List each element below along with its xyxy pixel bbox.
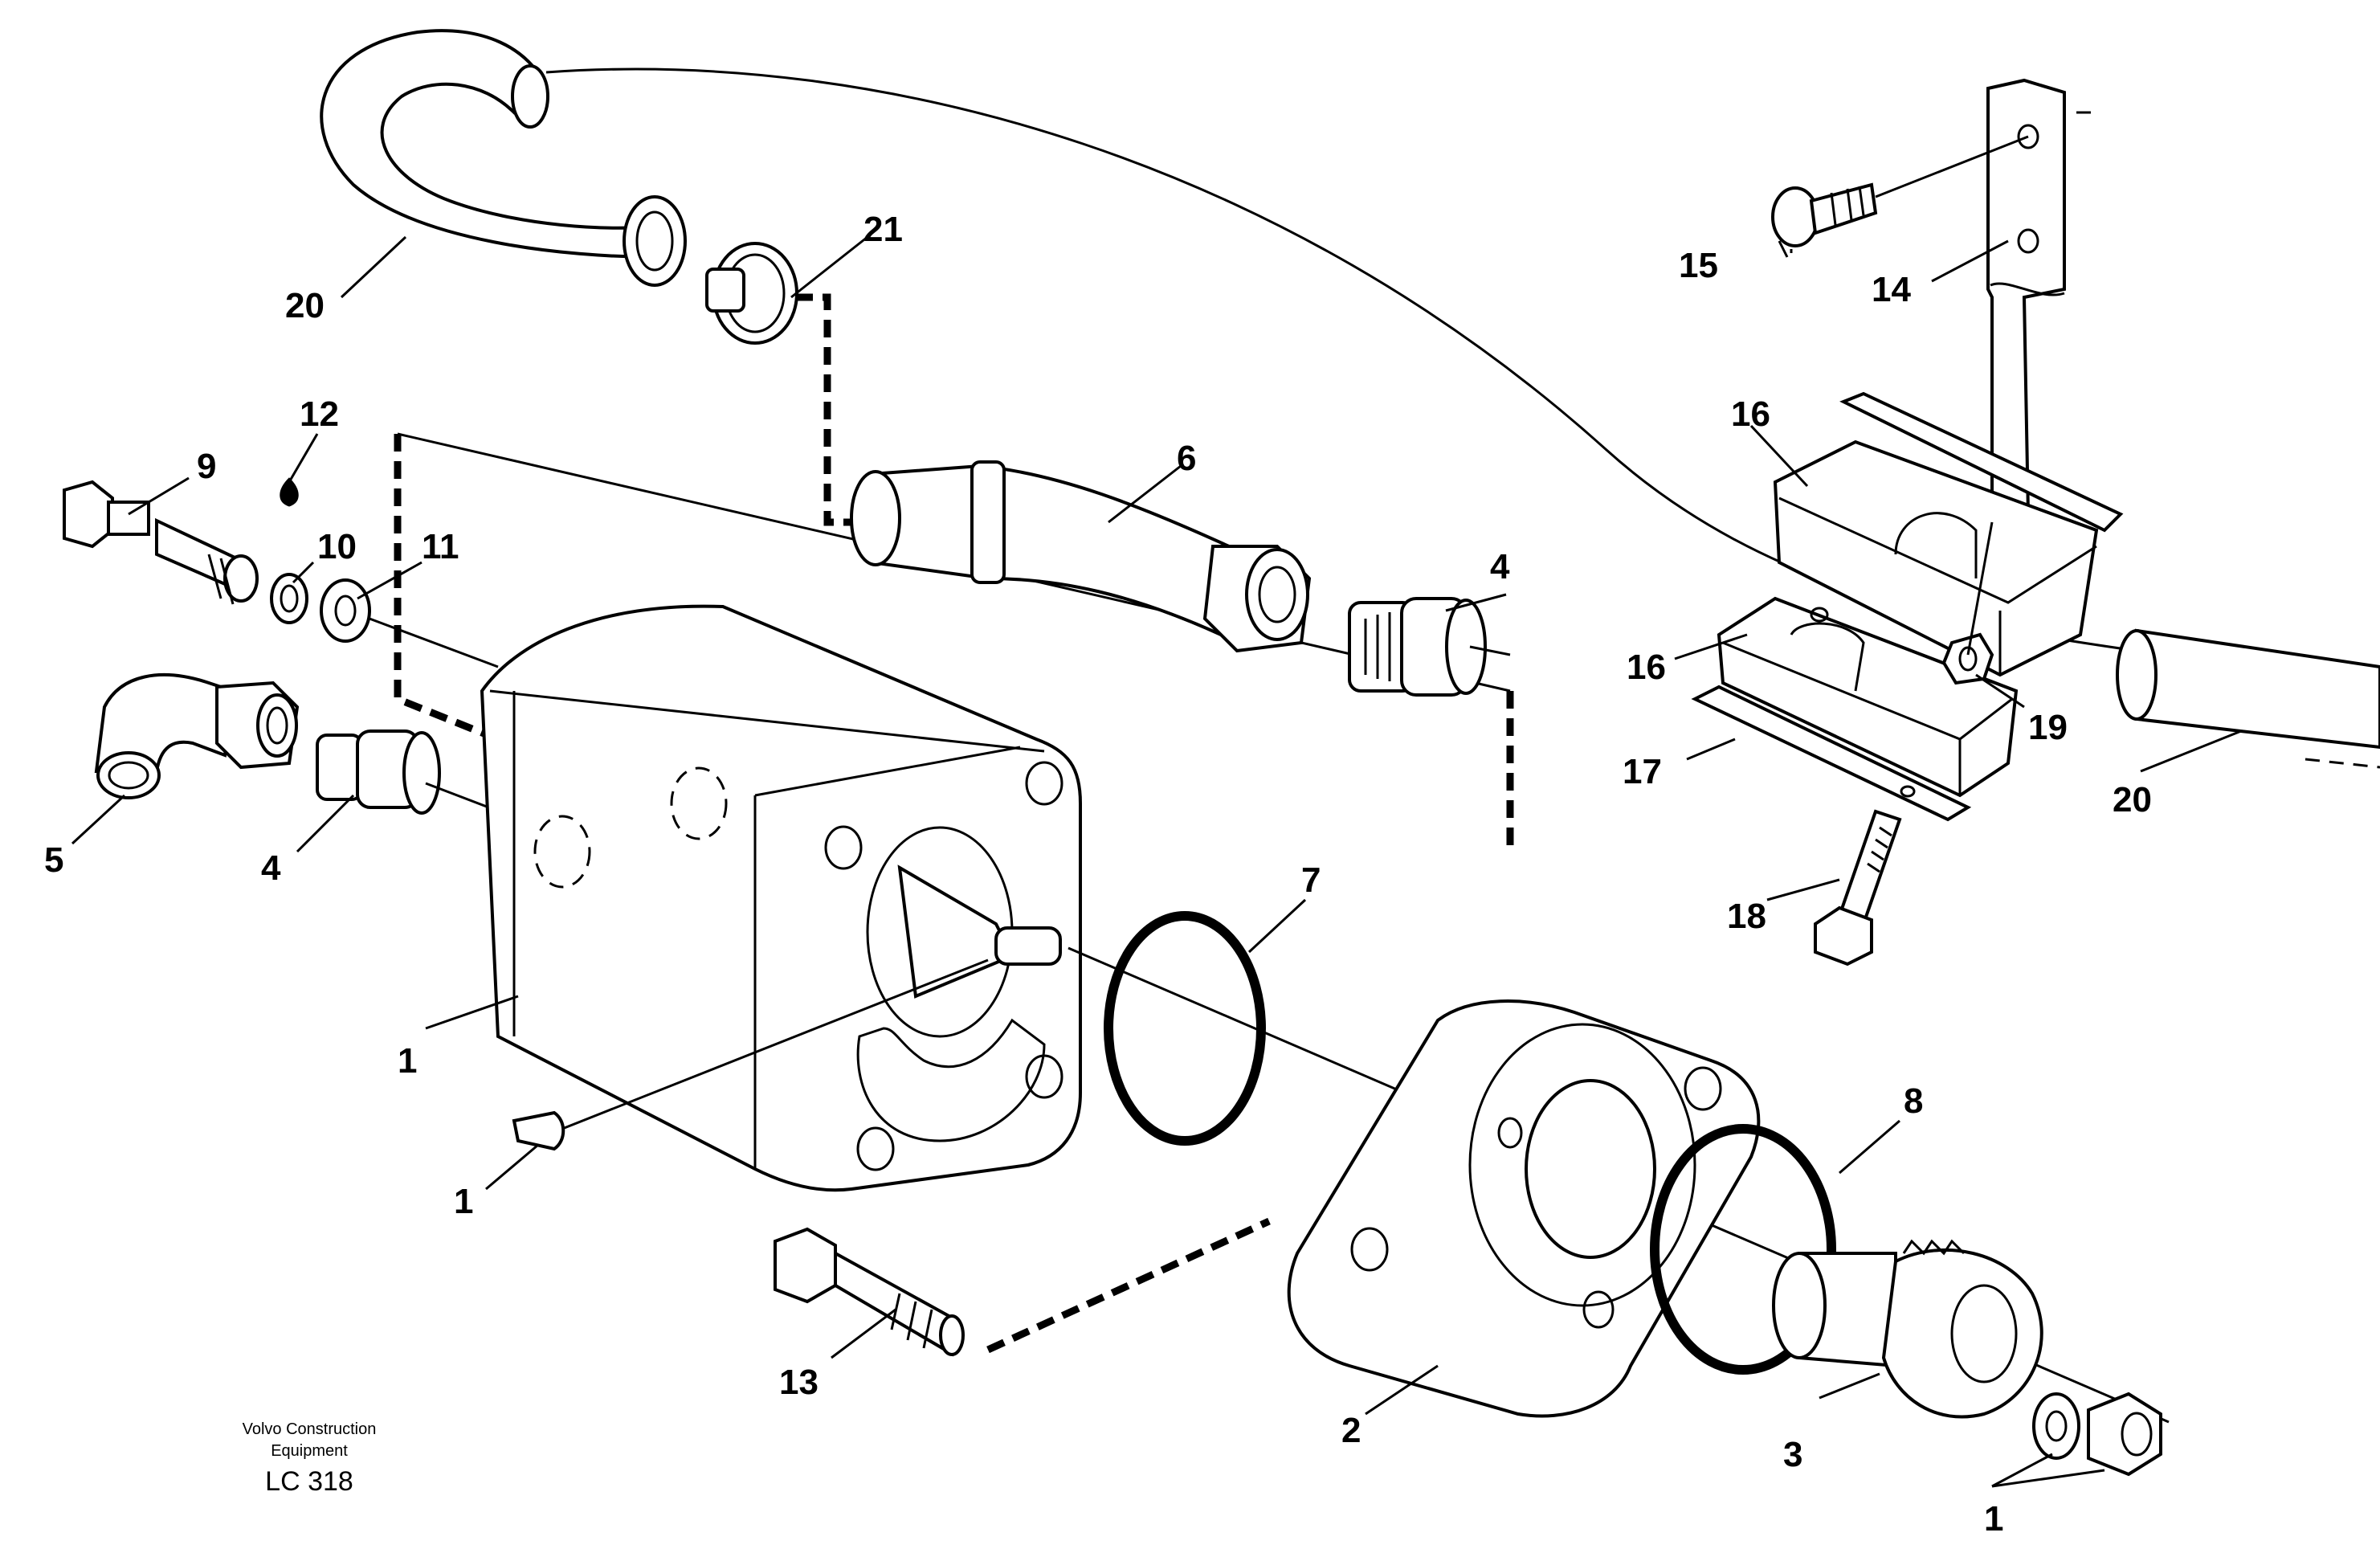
elbow-fitting-6 — [850, 460, 1312, 653]
bolt-13 — [774, 1227, 965, 1357]
bolt-18 — [1814, 809, 1902, 967]
adapter-4-right — [1348, 597, 1487, 697]
callout-14: 14 — [1872, 270, 1911, 309]
axis-4-right — [1469, 645, 1511, 656]
callout-3: 3 — [1783, 1435, 1802, 1474]
leader-key — [561, 958, 989, 1130]
o-ring-7 — [1104, 911, 1266, 1146]
callout-7: 7 — [1301, 860, 1321, 900]
caption-brand-line2: Equipment — [271, 1442, 348, 1460]
elbow-5 — [94, 673, 300, 799]
bolt-15 — [1771, 182, 1878, 247]
callout-16-bottom: 16 — [1627, 648, 1666, 687]
callout-20-right: 20 — [2113, 780, 2152, 819]
pump-body-1 — [480, 604, 1082, 1192]
callout-10: 10 — [317, 527, 357, 566]
callout-1-key: 1 — [454, 1182, 473, 1221]
seal-10 — [270, 573, 308, 624]
callout-6: 6 — [1177, 439, 1196, 478]
callout-4-right: 4 — [1490, 547, 1510, 586]
callout-16-top: 16 — [1731, 394, 1770, 434]
hose-clamp-21 — [705, 242, 798, 345]
callout-20-top: 20 — [285, 286, 325, 325]
banjo-bolt-9 — [63, 480, 259, 605]
clamp-half-16-bottom — [1717, 596, 2019, 798]
leader-lines — [71, 235, 2242, 1488]
clamp-plate-top — [1839, 391, 2124, 533]
callout-5: 5 — [44, 840, 63, 880]
strap-14 — [1986, 78, 2096, 525]
assembly-dash-hose — [795, 293, 851, 526]
callout-1-nut: 1 — [1984, 1499, 2003, 1539]
callout-21: 21 — [863, 210, 903, 249]
clamp-half-16-top — [1773, 439, 2099, 677]
callout-numbers: 20 21 12 9 10 11 6 4 5 4 7 1 1 13 2 8 3 … — [44, 210, 2152, 1539]
key-1 — [512, 1110, 565, 1151]
callout-17: 17 — [1623, 752, 1662, 791]
axis-15 — [1875, 135, 2029, 198]
adapter-4-left — [316, 730, 441, 815]
callout-13: 13 — [779, 1363, 819, 1402]
callout-18: 18 — [1727, 897, 1766, 936]
sensor-12 — [280, 477, 299, 507]
callout-15: 15 — [1679, 246, 1718, 285]
washer-nut-1 — [2032, 1392, 2162, 1477]
caption-brand-line1: Volvo Construction — [243, 1420, 377, 1438]
nut-19 — [1941, 632, 1994, 685]
axis-19 — [1966, 521, 1994, 656]
callout-11: 11 — [422, 527, 459, 566]
caption: Volvo Construction Equipment LC 318 — [243, 1420, 377, 1497]
o-ring-8 — [1650, 1124, 1836, 1375]
plate-17 — [1691, 685, 1972, 822]
caption-code: LC 318 — [265, 1466, 353, 1497]
gear-coupling-3 — [1772, 1239, 2043, 1419]
callout-8: 8 — [1904, 1081, 1923, 1121]
axis-9 — [369, 617, 499, 668]
callout-9: 9 — [197, 447, 216, 486]
flange-2 — [1287, 999, 1761, 1418]
assembly-dash-bolt — [986, 1217, 1271, 1354]
callout-4-left: 4 — [261, 848, 281, 888]
callout-19: 19 — [2028, 708, 2068, 747]
assembly-dash-left — [394, 434, 500, 743]
callout-1-body: 1 — [398, 1041, 417, 1081]
callout-2: 2 — [1341, 1411, 1361, 1450]
callout-12: 12 — [300, 394, 339, 434]
washer-11 — [320, 578, 371, 643]
